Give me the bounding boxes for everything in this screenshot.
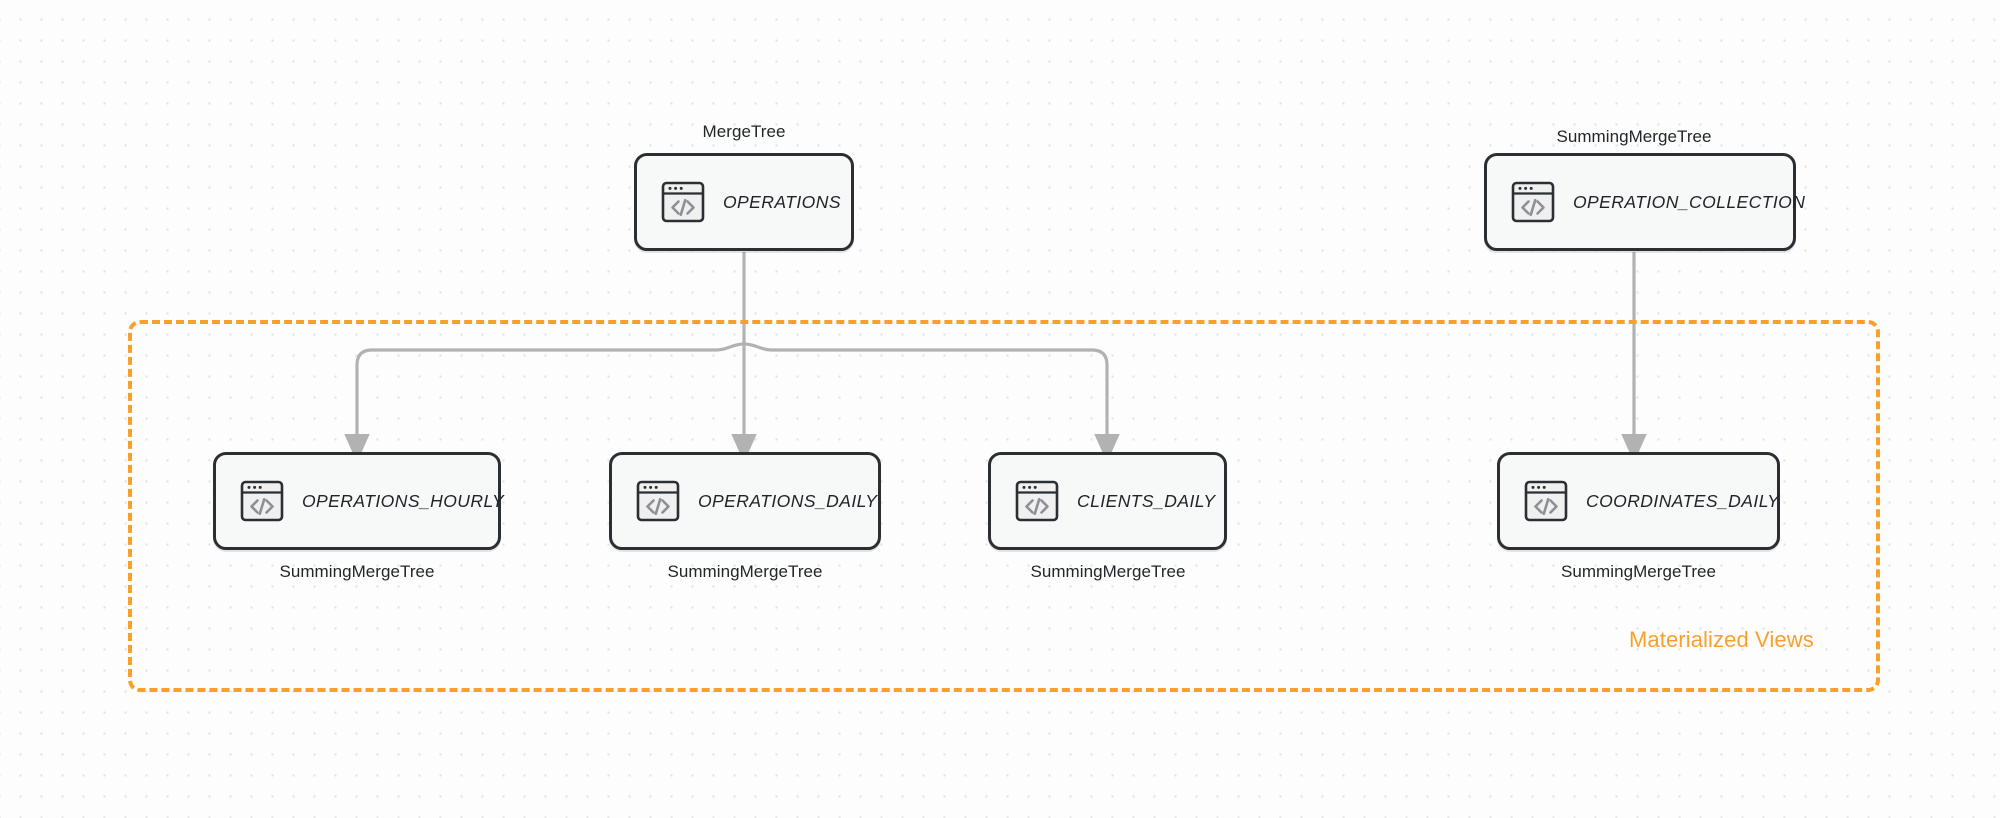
code-window-icon	[636, 480, 680, 522]
node-operations[interactable]: OPERATIONS	[634, 153, 854, 251]
node-operations-daily-label: OPERATIONS_DAILY	[698, 490, 878, 511]
node-operations-hourly-label: OPERATIONS_HOURLY	[302, 490, 505, 511]
engine-caption-coordinates-daily: SummingMergeTree	[1560, 562, 1717, 581]
code-window-icon	[1511, 181, 1555, 223]
code-window-icon	[240, 480, 284, 522]
node-clients-daily-label: CLIENTS_DAILY	[1077, 490, 1216, 511]
node-coordinates-daily[interactable]: COORDINATES_DAILY	[1497, 452, 1780, 550]
engine-caption-clients-daily: SummingMergeTree	[1030, 562, 1186, 581]
code-window-icon	[661, 181, 705, 223]
node-operations-hourly[interactable]: OPERATIONS_HOURLY	[213, 452, 505, 550]
engine-caption-operation-collection: SummingMergeTree	[1556, 127, 1712, 146]
engine-caption-operations-daily: SummingMergeTree	[667, 562, 823, 581]
node-coordinates-daily-label: COORDINATES_DAILY	[1586, 490, 1780, 511]
engine-caption-operations-hourly: SummingMergeTree	[279, 562, 435, 581]
code-window-icon	[1015, 480, 1059, 522]
node-operations-daily[interactable]: OPERATIONS_DAILY	[609, 452, 881, 550]
node-operations-label: OPERATIONS	[723, 191, 841, 212]
engine-caption-operations: MergeTree	[702, 122, 786, 141]
node-operation-collection-label: OPERATION_COLLECTION	[1573, 191, 1806, 212]
node-operation-collection[interactable]: OPERATION_COLLECTION	[1484, 153, 1805, 251]
materialized-views-group	[128, 320, 1880, 692]
node-clients-daily[interactable]: CLIENTS_DAILY	[988, 452, 1227, 550]
materialized-views-group-label: Materialized Views	[1629, 627, 1814, 652]
code-window-icon	[1524, 480, 1568, 522]
